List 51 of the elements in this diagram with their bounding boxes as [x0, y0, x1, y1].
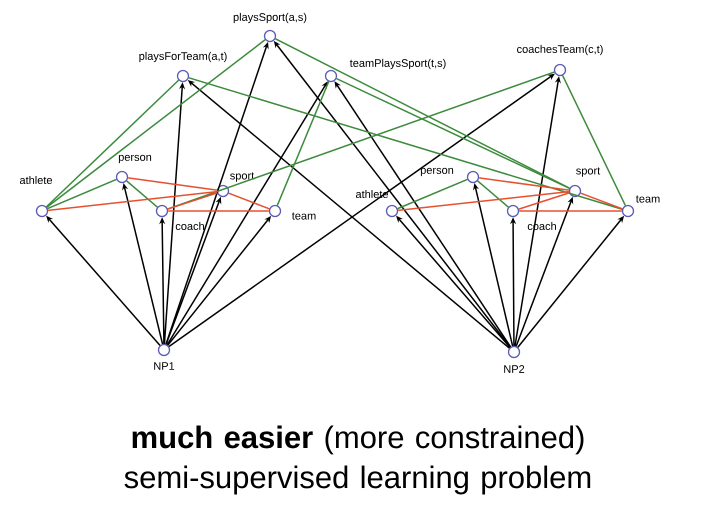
graph-node: sport [568, 167, 600, 198]
connector-line [228, 192, 270, 210]
connector-line [397, 178, 468, 210]
connector-line [126, 180, 158, 208]
connector-line [398, 190, 569, 212]
graph-node: playsForTeam(a,t) [139, 52, 227, 82]
graph-node: coach [156, 204, 204, 230]
connector-line [46, 80, 180, 208]
graph-node: NP2 [504, 346, 524, 373]
graph-node: team [268, 204, 316, 220]
connector-line [336, 78, 570, 190]
node-label: athlete [20, 176, 52, 184]
node-label: team [292, 212, 316, 220]
connector-line [276, 81, 330, 206]
connector-line [562, 75, 626, 206]
node-label: person [118, 154, 152, 164]
node-label: team [636, 195, 660, 203]
node-label: coachesTeam(c,t) [517, 44, 603, 56]
graph-node: coachesTeam(c,t) [517, 44, 603, 76]
node-label: sport [230, 172, 254, 182]
graph-node: NP1 [154, 344, 174, 370]
connector-line [48, 190, 217, 212]
connector-line [168, 71, 554, 210]
connector-line [46, 39, 266, 208]
node-label: playsSport(a,s) [234, 12, 306, 24]
graph-node: person [420, 168, 480, 184]
graph-node: sport [216, 172, 254, 198]
graph-node: athlete [20, 176, 52, 218]
node-label: NP2 [504, 365, 524, 373]
graph-node: teamPlaysSport(t,s) [324, 58, 446, 82]
connector-line [188, 77, 622, 210]
connector-line [518, 192, 570, 210]
node-label: teamPlaysSport(t,s) [350, 58, 446, 70]
graph-node: playsSport(a,s) [234, 12, 306, 42]
connector-line [47, 178, 117, 210]
connector-line [479, 177, 570, 191]
node-label: sport [576, 167, 600, 177]
connector-line [275, 38, 570, 189]
node-label: coach [176, 222, 204, 230]
connector-line [477, 180, 509, 208]
connector-line [168, 192, 218, 210]
node-label: NP1 [154, 362, 174, 370]
caption: much easier (more constrained) semi-supervised learning problem [124, 426, 590, 494]
connector-line [519, 210, 622, 212]
connector-line [580, 192, 623, 210]
node-label: person [420, 168, 454, 176]
node-label: playsForTeam(a,t) [139, 52, 227, 62]
connector-line [128, 177, 218, 191]
graph-node: team [622, 195, 660, 218]
graph-node: person [116, 154, 152, 184]
connector-line [168, 210, 269, 212]
